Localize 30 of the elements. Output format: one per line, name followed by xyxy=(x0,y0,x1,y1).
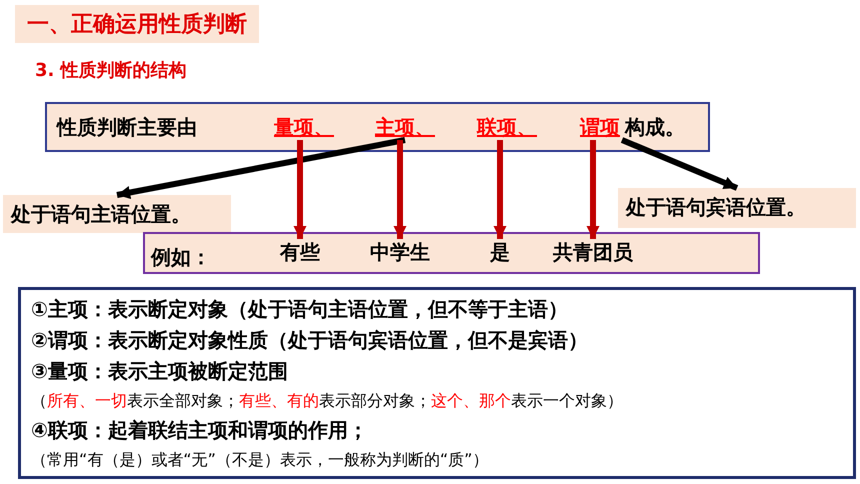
arrow xyxy=(620,137,738,191)
definition-line: ③量项：表示主项被断定范围 xyxy=(31,358,289,385)
definition-line: ①主项：表示断定对象（处于语句主语位置，但不等于主语） xyxy=(31,296,569,323)
key-term: 谓项 xyxy=(578,114,622,140)
arrow xyxy=(393,140,407,239)
definition-panel xyxy=(18,287,856,479)
example-label: 例如： xyxy=(151,244,211,271)
sentence-text: 构成。 xyxy=(625,114,685,141)
sentence-text: 性质判断主要由 xyxy=(57,114,197,141)
sentence-panel xyxy=(45,102,710,152)
example-word: 有些 xyxy=(278,239,322,265)
subtitle: 3. 性质判断的结构 xyxy=(35,59,187,82)
arrow xyxy=(586,140,600,239)
key-term: 联项、 xyxy=(475,114,539,140)
arrow xyxy=(493,140,507,239)
key-term: 主项、 xyxy=(373,114,437,140)
example-word: 中学生 xyxy=(368,239,432,265)
definition-line: （所有、一切表示全部对象；有些、有的表示部分对象；这个、那个表示一个对象） xyxy=(31,390,624,412)
definition-line: （常用“有（是）或者“无”（不是）表示，一般称为判断的“质”） xyxy=(31,449,490,471)
title-banner: 一、正确运用性质判断 xyxy=(15,5,259,43)
definition-line: ②谓项：表示断定对象性质（处于语句宾语位置，但不是宾语） xyxy=(31,327,589,354)
arrow xyxy=(116,137,406,199)
note-box: 处于语句主语位置。 xyxy=(3,195,231,233)
key-term: 量项、 xyxy=(272,114,336,140)
note-box: 处于语句宾语位置。 xyxy=(618,188,856,228)
arrow xyxy=(293,140,307,239)
example-panel xyxy=(143,232,760,274)
definition-line: ④联项：起着联结主项和谓项的作用； xyxy=(31,417,369,444)
example-word: 是 xyxy=(488,239,512,265)
example-word: 共青团员 xyxy=(551,239,635,265)
